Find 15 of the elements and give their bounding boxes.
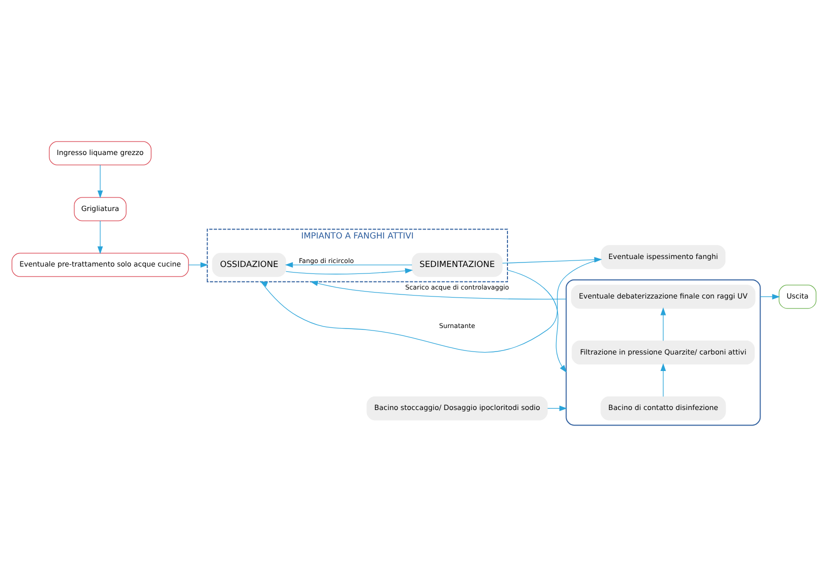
arrow bbox=[310, 280, 567, 299]
arrow bbox=[507, 269, 567, 372]
cluster bbox=[566, 278, 761, 426]
arrow bbox=[260, 258, 602, 352]
arrow bbox=[660, 362, 666, 396]
arrow bbox=[286, 268, 413, 274]
arrow bbox=[760, 293, 780, 299]
arrow bbox=[547, 405, 568, 411]
node-box: SEDIMENTAZIONE bbox=[412, 252, 503, 276]
arrow bbox=[285, 262, 412, 268]
arrow bbox=[188, 262, 208, 268]
arrow bbox=[660, 306, 666, 341]
arrow bbox=[97, 220, 103, 254]
arrow bbox=[97, 164, 103, 198]
node-box: OSSIDAZIONE bbox=[212, 252, 286, 276]
